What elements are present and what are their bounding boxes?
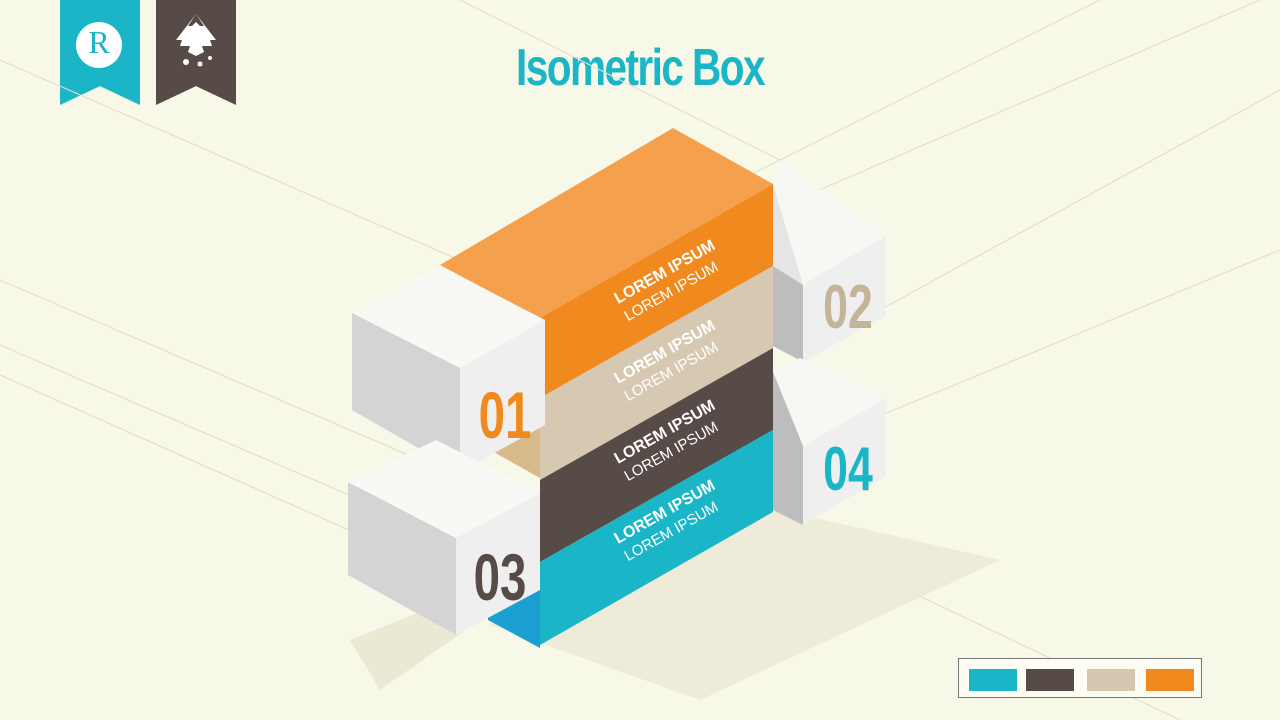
- cube-01: 01: [352, 266, 545, 472]
- bar-3-face: [540, 348, 773, 562]
- swatch-teal: [969, 669, 1017, 691]
- cube-02: 02: [773, 160, 886, 362]
- bar-2-face: [540, 266, 773, 480]
- r-logo-text: R: [88, 24, 110, 60]
- swatch-brown: [1026, 669, 1074, 691]
- r-logo-icon: [76, 22, 122, 68]
- bar-4-face: [540, 430, 773, 645]
- swatch-beige: [1087, 669, 1135, 691]
- bars: [540, 184, 773, 645]
- cube-03-label: 03: [474, 541, 527, 614]
- swatch-orange: [1146, 669, 1194, 691]
- bar-top-face: [440, 128, 773, 318]
- shadow-bottom: [490, 510, 1000, 700]
- cube-03: 03: [348, 440, 540, 635]
- cube-04-label: 04: [823, 435, 873, 504]
- color-palette: [958, 658, 1202, 698]
- cube-02-label: 02: [823, 273, 873, 342]
- cube-01-label: 01: [479, 379, 532, 452]
- inkscape-logo-icon: [176, 14, 216, 67]
- cube-04: 04: [773, 358, 886, 525]
- bar-1-face: [540, 184, 773, 398]
